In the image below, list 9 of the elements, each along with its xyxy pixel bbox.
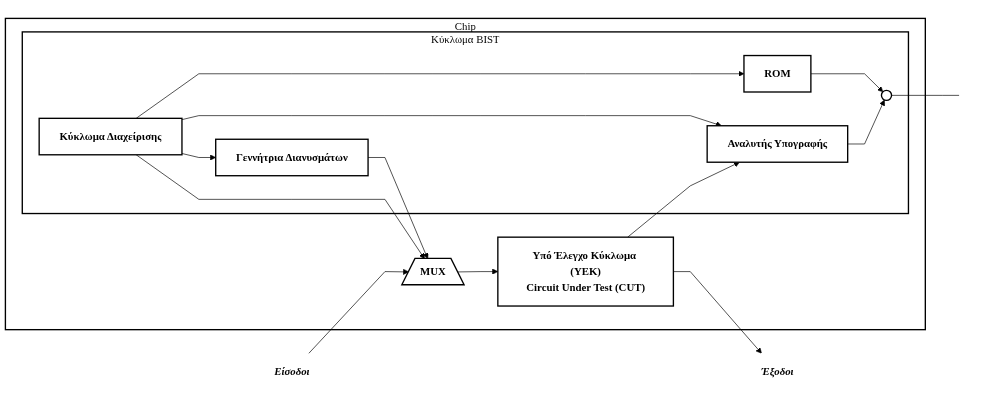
node-circle [880,90,893,102]
connector [891,95,960,97]
node-text: Είσοδοι [274,365,310,378]
node-box: Υπό Έλεγχο Κύκλωμα (ΥΕΚ) Circuit Under Test (CUT) [497,236,675,308]
node-box: ROM [743,55,812,94]
node-box: Γεννήτρια Διανυσμάτων [215,139,369,177]
node-text: Έξοδοι [761,365,794,378]
node-box: Κύκλωμα Διαχείρισης [38,118,183,156]
node-box: Αναλυτής Υπογραφής [706,125,849,164]
